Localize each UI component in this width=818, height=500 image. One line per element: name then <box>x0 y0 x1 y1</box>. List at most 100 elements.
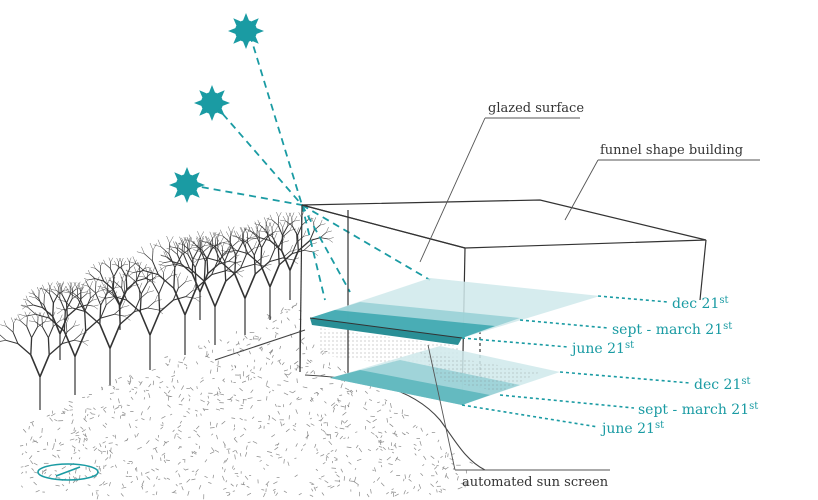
hatch-stroke <box>456 476 459 481</box>
hatch-stroke <box>310 369 314 374</box>
hatch-stroke <box>31 422 34 427</box>
hatch-stroke <box>420 427 423 432</box>
hatch-stroke <box>189 386 194 391</box>
hatch-stroke <box>241 380 247 383</box>
hatch-stroke <box>212 474 214 479</box>
hatch-stroke <box>294 361 298 365</box>
hatch-stroke <box>46 441 49 446</box>
hatch-stroke <box>232 450 236 453</box>
hatch-stroke <box>123 459 126 462</box>
hatch-stroke <box>33 462 38 466</box>
hatch-stroke <box>311 488 314 492</box>
hatch-stroke <box>417 488 420 492</box>
hatch-stroke <box>121 414 126 417</box>
hatch-stroke <box>275 492 279 497</box>
hatch-stroke <box>71 445 76 449</box>
hatch-stroke <box>30 460 34 465</box>
hatch-stroke <box>327 452 330 455</box>
hatch-stroke <box>277 456 283 459</box>
hatch-stroke <box>278 360 282 365</box>
hatch-stroke <box>250 405 253 409</box>
hatch-stroke <box>274 490 276 494</box>
hatch-stroke <box>273 481 278 485</box>
hatch-stroke <box>204 459 208 463</box>
hatch-stroke <box>318 478 322 480</box>
hatch-stroke <box>239 387 243 392</box>
hatch-stroke <box>115 378 118 384</box>
hatch-stroke <box>434 466 438 470</box>
hatch-stroke <box>375 434 379 439</box>
hatch-stroke <box>51 447 54 450</box>
hatch-stroke <box>346 392 350 395</box>
hatch-stroke <box>364 401 367 406</box>
hatch-stroke <box>30 436 33 441</box>
hatch-stroke <box>44 471 46 475</box>
hatch-stroke <box>222 475 225 481</box>
hatch-stroke <box>390 470 393 473</box>
hatch-stroke <box>31 468 35 471</box>
hatch-stroke <box>404 474 407 479</box>
hatch-stroke <box>292 424 296 427</box>
hatch-stroke <box>86 396 90 398</box>
hatch-stroke <box>104 464 107 467</box>
hatch-stroke <box>54 419 58 422</box>
hatch-stroke <box>329 434 332 440</box>
hatch-stroke <box>160 424 164 427</box>
hatch-stroke <box>413 443 417 446</box>
hatch-stroke <box>370 489 372 494</box>
hatch-stroke <box>312 344 315 349</box>
hatch-stroke <box>330 449 334 452</box>
hatch-stroke <box>198 484 202 490</box>
hatch-stroke <box>210 360 214 363</box>
hatch-stroke <box>240 483 246 486</box>
hatch-stroke <box>348 478 351 482</box>
hatch-stroke <box>55 484 60 487</box>
hatch-stroke <box>324 413 327 417</box>
hatch-stroke <box>92 446 96 449</box>
hatch-stroke <box>313 486 317 491</box>
hatch-stroke <box>277 410 280 415</box>
hatch-stroke <box>114 464 117 468</box>
hatch-stroke <box>156 375 161 379</box>
hatch-stroke <box>455 472 458 476</box>
hatch-stroke <box>208 481 212 484</box>
hatch-stroke <box>128 380 132 386</box>
hatch-stroke <box>246 343 251 346</box>
hatch-stroke <box>379 441 385 444</box>
hatch-stroke <box>291 304 296 308</box>
building-left-edge <box>299 204 303 373</box>
hatch-stroke <box>356 458 362 462</box>
leader-lower-dec <box>559 371 691 384</box>
hatch-stroke <box>140 484 144 488</box>
hatch-stroke <box>52 454 57 458</box>
hatch-stroke <box>53 443 55 448</box>
hatch-stroke <box>457 486 463 490</box>
hatch-stroke <box>203 345 207 349</box>
hatch-stroke <box>131 388 134 390</box>
hatch-stroke <box>430 455 435 459</box>
hatch-stroke <box>384 399 388 402</box>
hatch-stroke <box>230 380 233 383</box>
hatch-stroke <box>97 449 102 453</box>
hatch-stroke <box>88 427 91 431</box>
tree-icon <box>83 257 157 330</box>
hatch-stroke <box>97 414 100 417</box>
lower-band-june <box>330 370 490 405</box>
hatch-stroke <box>239 433 245 438</box>
hatch-stroke <box>244 451 248 457</box>
hatch-stroke <box>63 408 69 412</box>
hatch-stroke <box>57 427 61 431</box>
hatch-stroke <box>230 483 234 487</box>
hatch-stroke <box>83 418 88 422</box>
hatch-stroke <box>393 443 397 447</box>
hatch-stroke <box>167 390 171 394</box>
hatch-stroke <box>312 377 318 380</box>
hatch-stroke <box>225 480 228 483</box>
hatch-stroke <box>333 457 337 459</box>
hatch-stroke <box>392 432 398 435</box>
hatch-stroke <box>175 470 178 473</box>
hatch-stroke <box>281 362 285 366</box>
hatch-stroke <box>395 457 401 461</box>
hatch-stroke <box>218 391 222 394</box>
hatch-stroke <box>277 359 282 362</box>
